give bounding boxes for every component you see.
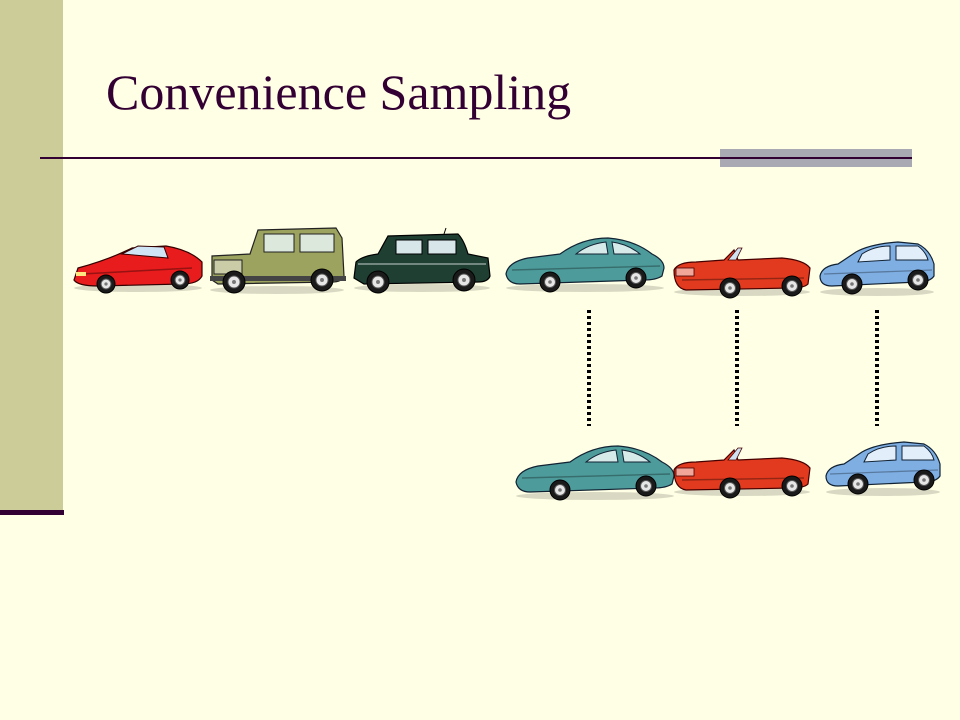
sample-car-hatchback	[825, 441, 941, 496]
title-underline-accent-lower	[720, 159, 912, 167]
population-row	[73, 227, 935, 299]
population-car-suv	[210, 227, 346, 294]
sample-car-sedan	[515, 445, 675, 501]
population-car-taxi-cab	[353, 227, 491, 294]
connector-row	[587, 310, 879, 426]
population-car-hatchback	[819, 241, 935, 296]
sample-car-convertible	[673, 447, 811, 499]
population-car-sports-car	[73, 245, 203, 294]
title-underline-accent	[720, 149, 912, 157]
sample-row	[515, 441, 941, 501]
population-car-convertible	[673, 247, 811, 299]
side-accent-bar	[0, 0, 63, 510]
population-car-sedan	[505, 237, 665, 293]
slide-title: Convenience Sampling	[106, 64, 572, 120]
title-underline	[40, 157, 912, 159]
side-accent-bar-foot	[0, 510, 64, 515]
